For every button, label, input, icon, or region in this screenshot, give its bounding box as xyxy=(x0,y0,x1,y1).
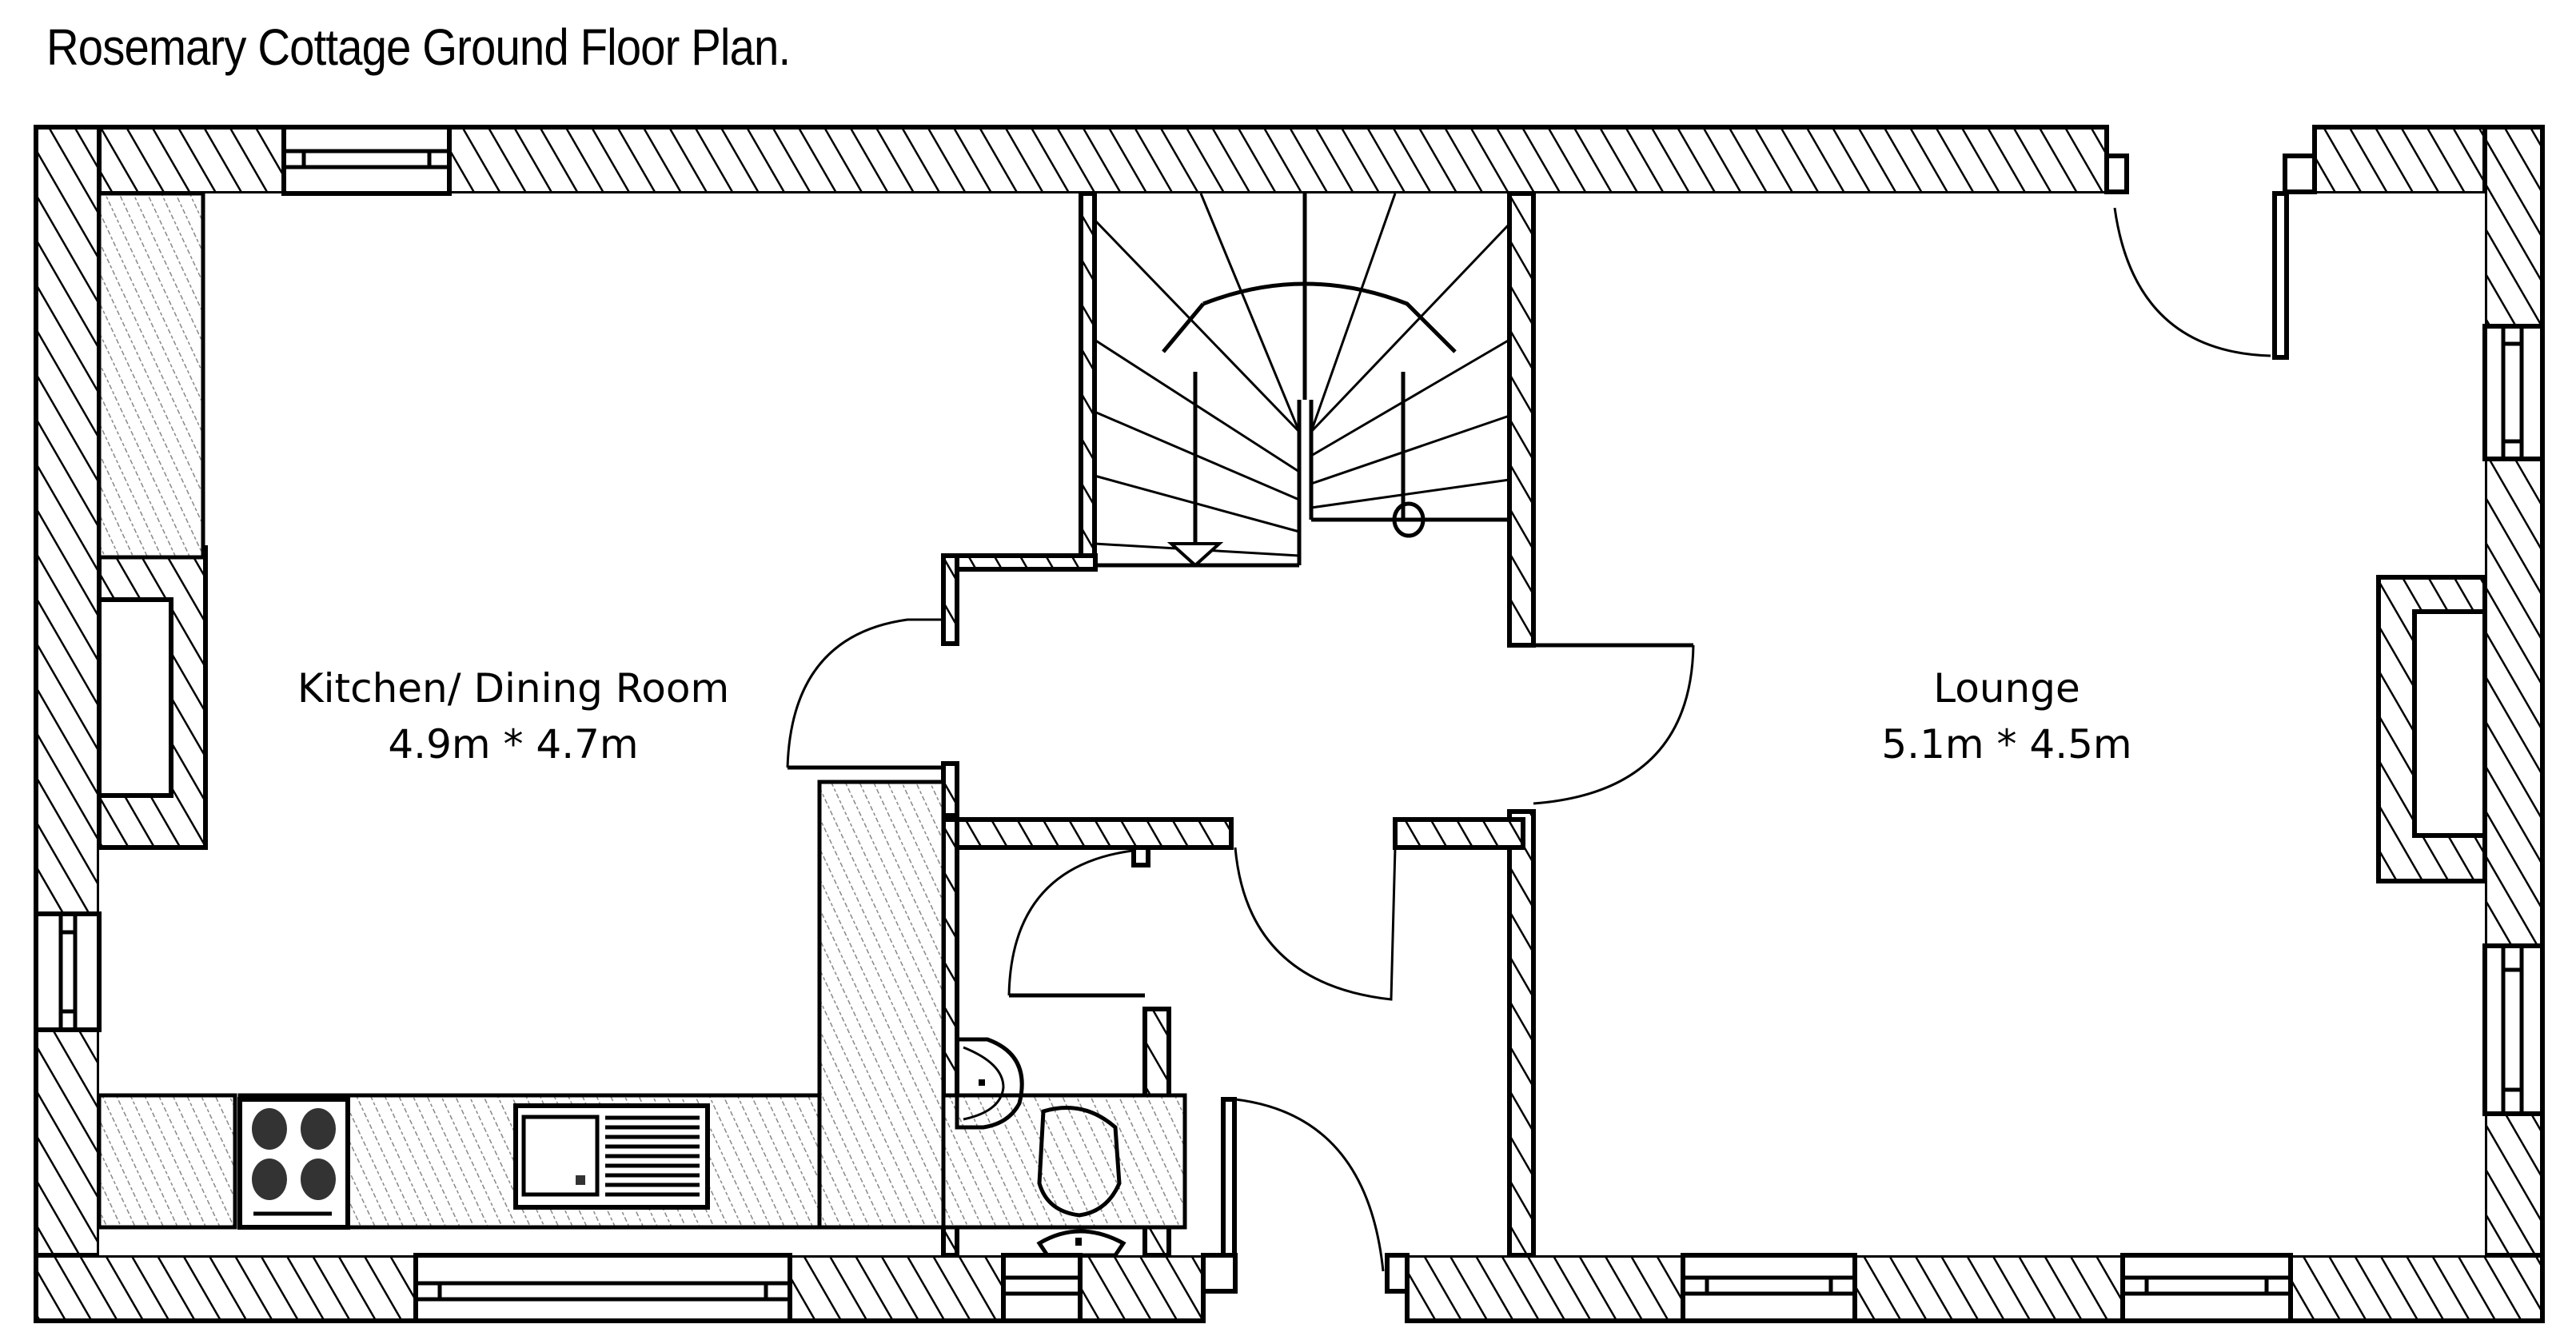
wall-left xyxy=(34,125,102,1323)
plan-title: Rosemary Cottage Ground Floor Plan. xyxy=(46,18,791,76)
wall-right xyxy=(2482,125,2545,1323)
door-lounge xyxy=(1533,643,1695,805)
door-kitchen xyxy=(786,618,943,770)
worktop-bottom xyxy=(237,1093,1187,1230)
worktop-peninsula xyxy=(817,780,946,1230)
door-top-right xyxy=(2104,154,2317,360)
room-dimensions-kitchen: 4.9m * 4.7m xyxy=(388,721,638,768)
door-bathroom xyxy=(1007,845,1150,998)
stair-start-icon xyxy=(1392,501,1426,538)
room-dimensions-lounge: 5.1m * 4.5m xyxy=(1881,721,2131,768)
stair-arrow-icon xyxy=(1166,542,1224,568)
doors xyxy=(786,154,2317,1294)
bathroom-fixtures xyxy=(955,1037,1127,1258)
hob-icon xyxy=(237,1097,350,1230)
window-kitchen-left xyxy=(34,911,102,1032)
window-bathroom xyxy=(1001,1253,1083,1323)
window-lounge-right-2 xyxy=(2482,943,2545,1116)
chimney-breast-lounge xyxy=(2376,575,2487,883)
kitchen-units xyxy=(97,191,1187,1230)
staircase xyxy=(1093,193,1511,568)
worktop-left xyxy=(97,191,205,560)
room-label-lounge: Lounge xyxy=(1933,665,2080,712)
window-lounge-bottom-1 xyxy=(1681,1253,1857,1323)
worktop-bottom-left xyxy=(97,1093,237,1230)
windows xyxy=(34,125,2545,1323)
wash-basin-icon xyxy=(955,1037,1024,1130)
window-lounge-right-1 xyxy=(2482,324,2545,461)
wall-bottom-right xyxy=(1405,1253,2545,1323)
room-labels: Kitchen/ Dining Room 4.9m * 4.7m Lounge … xyxy=(297,665,2132,768)
room-label-kitchen: Kitchen/ Dining Room xyxy=(297,665,729,712)
door-front xyxy=(1201,1097,1410,1294)
window-kitchen-top xyxy=(281,125,452,196)
wc-icon xyxy=(1036,1106,1127,1258)
chimney-breast-kitchen xyxy=(97,545,208,850)
door-hall xyxy=(1234,847,1397,1001)
sink-icon xyxy=(513,1103,710,1210)
window-kitchen-bottom xyxy=(413,1253,792,1323)
window-lounge-bottom-2 xyxy=(2120,1253,2293,1323)
